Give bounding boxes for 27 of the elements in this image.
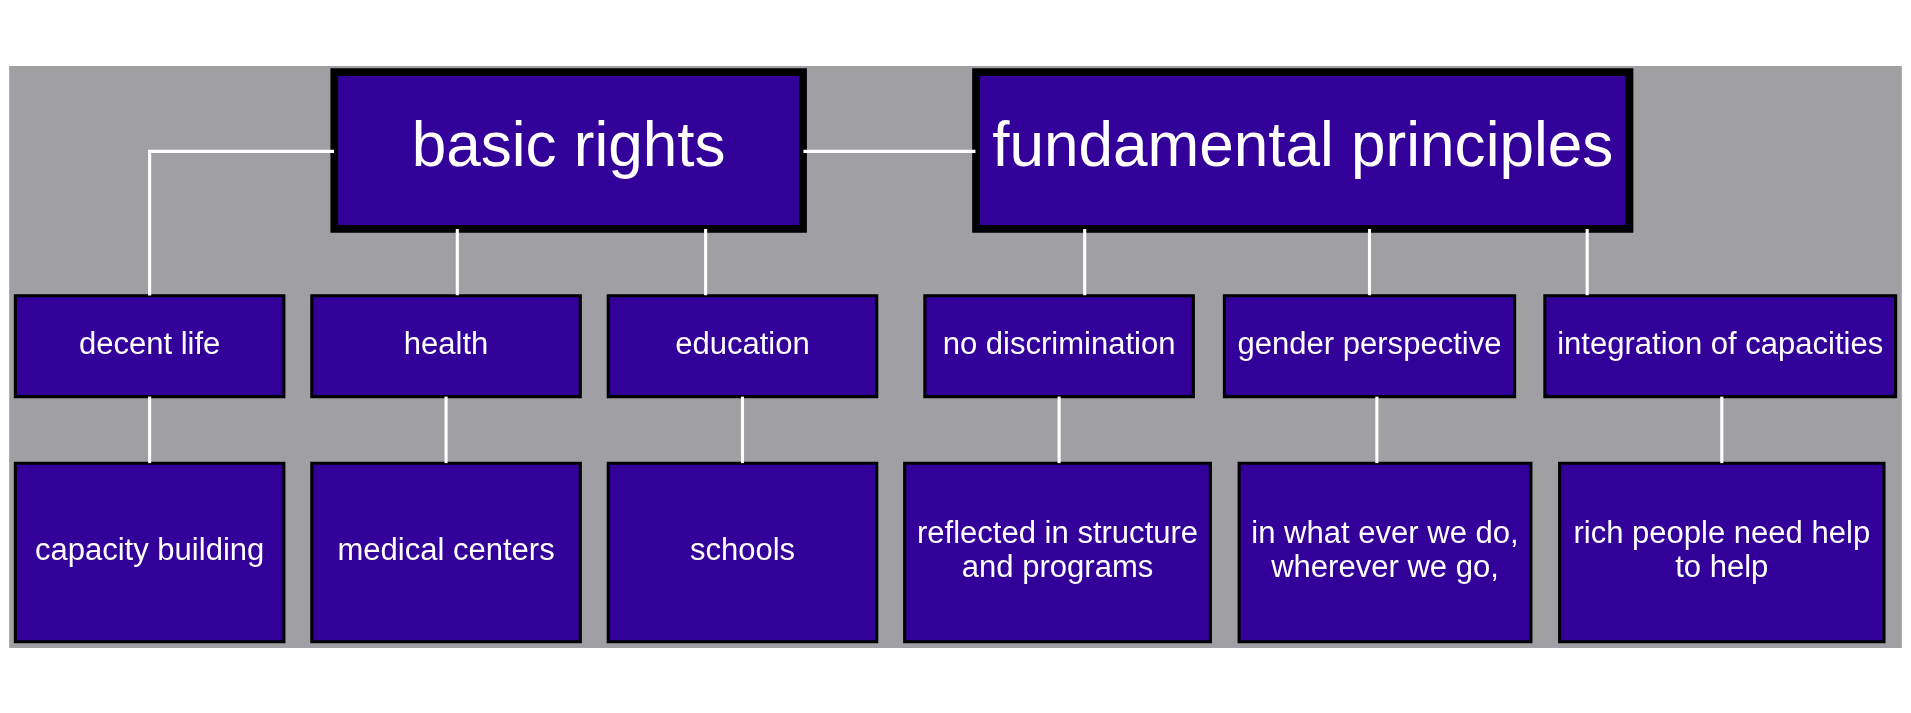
node-box: no discrimination — [923, 293, 1195, 398]
connector — [1375, 396, 1379, 463]
node-box: schools — [606, 461, 879, 643]
node-box: health — [310, 293, 582, 398]
connector — [455, 228, 459, 295]
node-box: basic rights — [330, 67, 807, 233]
node-box: fundamental principles — [972, 67, 1634, 233]
connector — [803, 149, 976, 153]
node-box: capacity building — [13, 461, 286, 643]
node-box: in what ever we do, wherever we go, — [1237, 461, 1533, 643]
connector — [1057, 396, 1061, 463]
connector — [704, 228, 708, 295]
connector — [1720, 396, 1724, 463]
connector — [1367, 228, 1372, 295]
node-box: integration of capacities — [1543, 293, 1898, 398]
connector — [740, 396, 745, 463]
connector — [1083, 228, 1087, 295]
node-box: gender perspective — [1222, 293, 1517, 398]
connector — [148, 396, 152, 463]
node-box: decent life — [13, 293, 286, 398]
node-box: rich people need help to help — [1558, 461, 1886, 643]
node-box: medical centers — [310, 461, 582, 643]
node-box: reflected in structure and programs — [903, 461, 1212, 643]
connector — [444, 396, 448, 463]
connector — [1585, 228, 1589, 295]
node-box: education — [606, 293, 879, 398]
connector — [148, 149, 335, 295]
